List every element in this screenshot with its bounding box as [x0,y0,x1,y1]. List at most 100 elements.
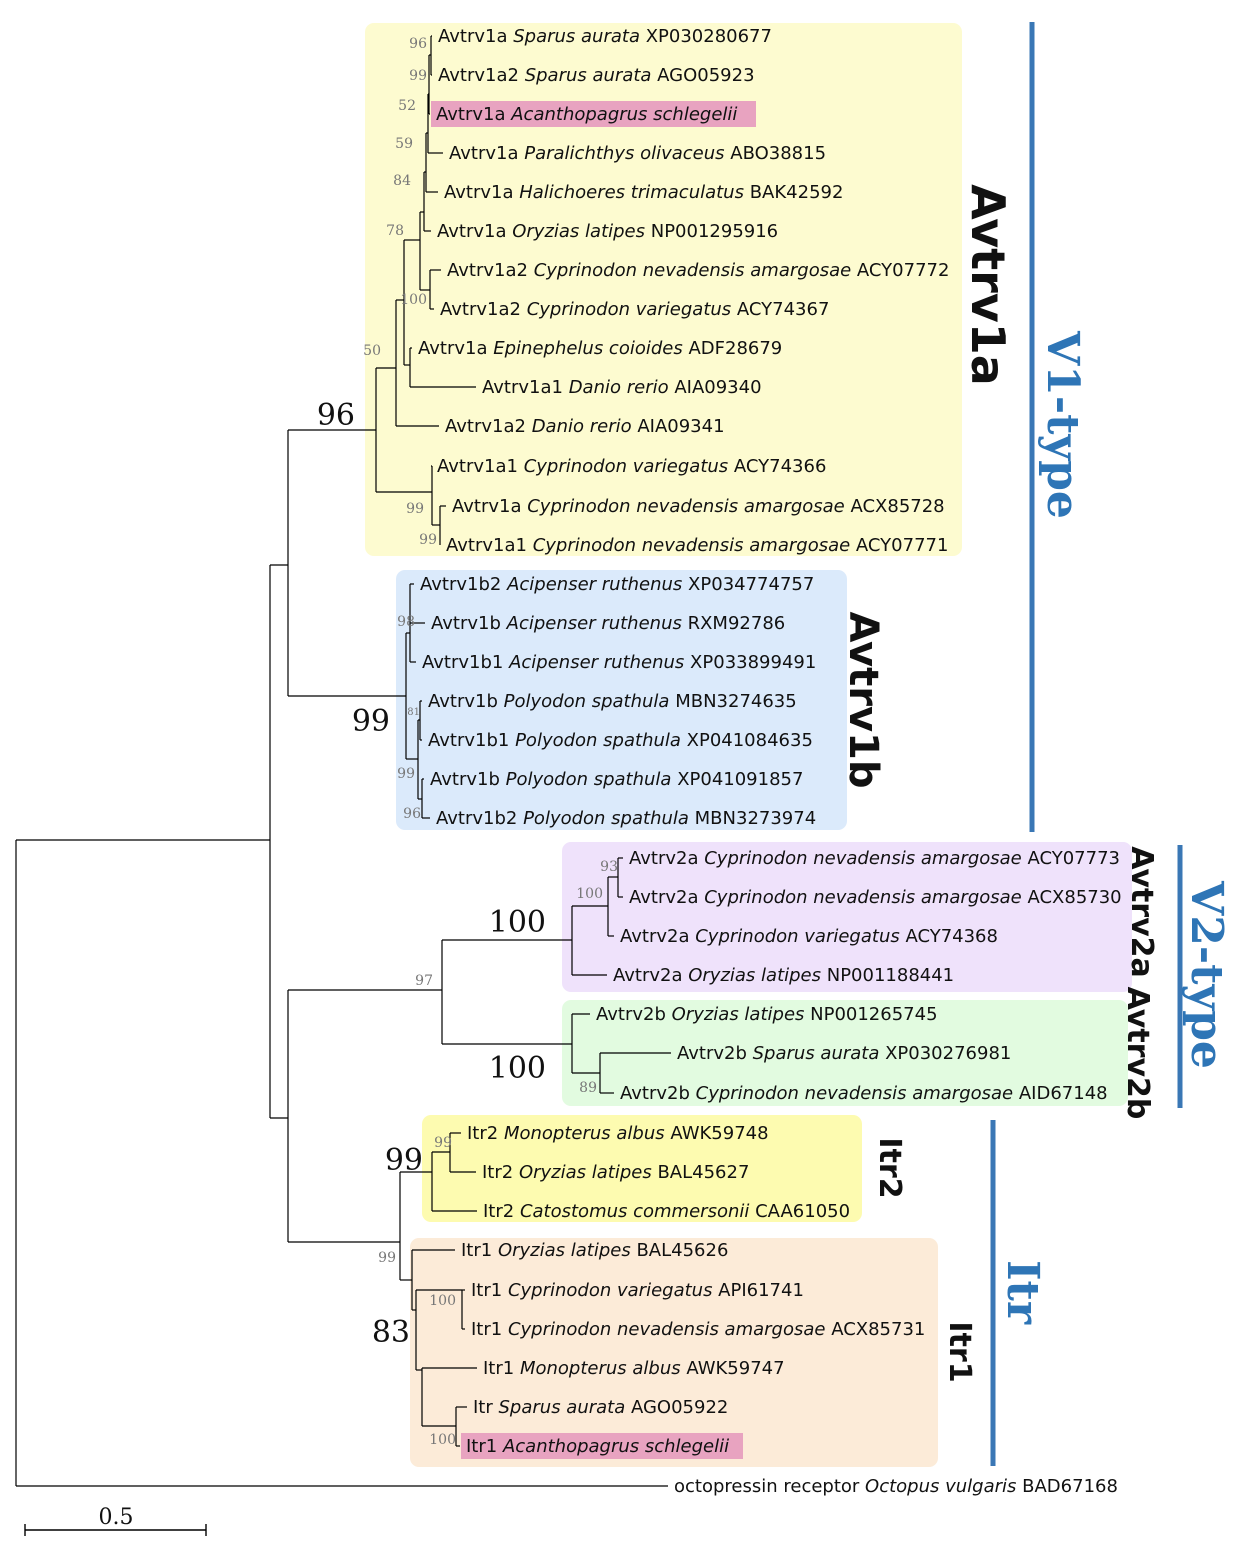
leaf-gene: Itr2 [467,1123,504,1144]
leaf-label: Avtrv1b1 Acipenser ruthenus XP033899491 [422,652,816,673]
leaf-label: Avtrv1a2 Cyprinodon nevadensis amargosae… [447,260,949,281]
leaf-gene: Itr1 [471,1319,508,1340]
leaf-label: Avtrv1a Sparus aurata XP030280677 [438,26,772,47]
leaf-accession: API61741 [712,1280,803,1301]
bootstrap-value: 100 [489,905,546,940]
bootstrap-value: 98 [397,614,415,630]
leaf-label: Avtrv1a Oryzias latipes NP001295916 [437,221,778,242]
leaf-gene: Itr2 [483,1201,520,1222]
clade-box-avtrv1b [396,570,847,830]
leaf-label: Avtrv1b1 Polyodon spathula XP041084635 [428,730,813,751]
bootstrap-value: 89 [579,1080,597,1096]
bootstrap-value: 99 [406,501,424,517]
leaf-species: Cyprinodon variegatus [508,1280,713,1301]
leaf-label: Avtrv1a Cyprinodon nevadensis amargosae … [452,496,945,517]
leaf-gene: Avtrv2b [620,1083,696,1104]
clade-label-avtrv1b: Avtrv1b [840,612,886,789]
leaf-label: Avtrv1b2 Acipenser ruthenus XP034774757 [420,574,814,595]
leaf-species: Octopus vulgaris [865,1476,1016,1497]
leaf-species: Cyprinodon nevadensis amargosae [696,1083,1014,1104]
leaf-accession: XP034774757 [682,574,814,595]
leaf-label: Itr1 Cyprinodon nevadensis amargosae ACX… [471,1319,925,1340]
leaf-gene: Avtrv1a1 [482,377,569,398]
leaf-accession: AGO05922 [625,1397,728,1418]
leaf-accession: AGO05923 [651,65,754,86]
leaf-species: Cyprinodon nevadensis amargosae [704,887,1022,908]
leaf-gene: Itr [473,1397,499,1418]
leaf-gene: Avtrv1a1 [446,535,533,556]
clade-box-avtrv1a [365,23,962,556]
leaf-gene: Avtrv1a [437,221,512,242]
leaf-accession: NP001295916 [645,221,778,242]
bootstrap-value: 59 [395,136,413,152]
leaf-gene: Avtrv1a2 [447,260,534,281]
leaf-accession: AWK59748 [665,1123,769,1144]
leaf-species: Cyprinodon nevadensis amargosae [534,260,852,281]
bootstrap-value: 100 [489,1051,546,1086]
leaf-species: Oryzias latipes [688,965,821,986]
bootstrap-value: 100 [429,1432,456,1448]
leaf-accession: NP001265745 [804,1004,937,1025]
leaf-gene: Avtrv2a [620,926,695,947]
bootstrap-value: 93 [600,859,618,875]
bootstrap-value: 99 [378,1250,396,1266]
leaf-species: Monopterus albus [504,1123,665,1144]
bootstrap-value: 83 [372,1315,410,1350]
leaf-label: Avtrv2a Cyprinodon nevadensis amargosae … [629,848,1120,869]
leaf-label: Avtrv2a Cyprinodon variegatus ACY74368 [620,926,998,947]
leaf-label: Avtrv1b2 Polyodon spathula MBN3273974 [436,808,816,829]
group-label-v1-type: V1-type [1037,330,1088,519]
leaf-species: Cyprinodon nevadensis amargosae [527,496,845,517]
leaf-accession: NP001188441 [821,965,954,986]
clade-box-itr1 [410,1238,938,1467]
leaf-gene: Avtrv1a1 [437,456,524,477]
leaf-species: Sparus aurata [513,26,640,47]
leaf-accession: ABO38815 [725,143,827,164]
highlight-band [431,101,756,127]
leaf-label: Itr1 Monopterus albus AWK59747 [483,1358,785,1379]
leaf-accession: XP041091857 [671,769,803,790]
clade-label-avtrv1a: Avtrv1a [961,184,1015,386]
clade-label-avtrv2b: Avtrv2b [1120,987,1155,1120]
clade-label-itr1: Itr1 [942,1321,977,1382]
leaf-label: Avtrv1a1 Danio rerio AIA09340 [482,377,762,398]
bootstrap-value: 99 [419,532,437,548]
leaf-species: Polyodon spathula [504,691,670,712]
leaf-gene: Avtrv1b [430,769,506,790]
leaf-label: Avtrv1a Epinephelus coioides ADF28679 [418,338,782,359]
leaf-label: Avtrv1a Paralichthys olivaceus ABO38815 [449,143,826,164]
clade-label-itr2: Itr2 [872,1137,907,1198]
leaf-species: Halichoeres trimaculatus [519,182,744,203]
clade-boxes [365,23,1132,1467]
leaf-accession: RXM92786 [682,613,785,634]
clade-box-avtrv2b [562,1000,1128,1106]
leaf-label: Itr Sparus aurata AGO05922 [473,1397,728,1418]
leaf-gene: Avtrv1a [449,143,524,164]
leaf-species: Oryzias latipes [672,1004,805,1025]
leaf-label: Avtrv1a2 Sparus aurata AGO05923 [438,65,755,86]
leaf-gene: Avtrv2a [629,887,704,908]
leaf-gene: Avtrv1a2 [445,416,532,437]
leaf-accession: CAA61050 [749,1201,850,1222]
leaf-accession: ACX85728 [845,496,945,517]
leaf-species: Cyprinodon nevadensis amargosae [508,1319,826,1340]
highlight-band [461,1433,743,1459]
bootstrap-value: 97 [415,973,433,989]
leaf-accession: XP033899491 [684,652,816,673]
leaf-gene: Avtrv1a2 [440,299,527,320]
leaf-species: Catostomus commersonii [520,1201,749,1222]
bootstrap-value: 81 [407,707,420,718]
leaf-label: Avtrv1a1 Cyprinodon variegatus ACY74366 [437,456,826,477]
leaf-species: Polyodon spathula [515,730,681,751]
leaf-species: Oryzias latipes [512,221,645,242]
leaf-label: Avtrv1b Polyodon spathula MBN3274635 [428,691,797,712]
leaf-label: Avtrv2b Oryzias latipes NP001265745 [596,1004,938,1025]
leaf-label: Avtrv1a1 Cyprinodon nevadensis amargosae… [446,535,948,556]
leaf-accession: MBN3273974 [689,808,816,829]
leaf-gene: Avtrv1a [436,104,511,125]
leaf-species: Oryzias latipes [519,1162,652,1183]
